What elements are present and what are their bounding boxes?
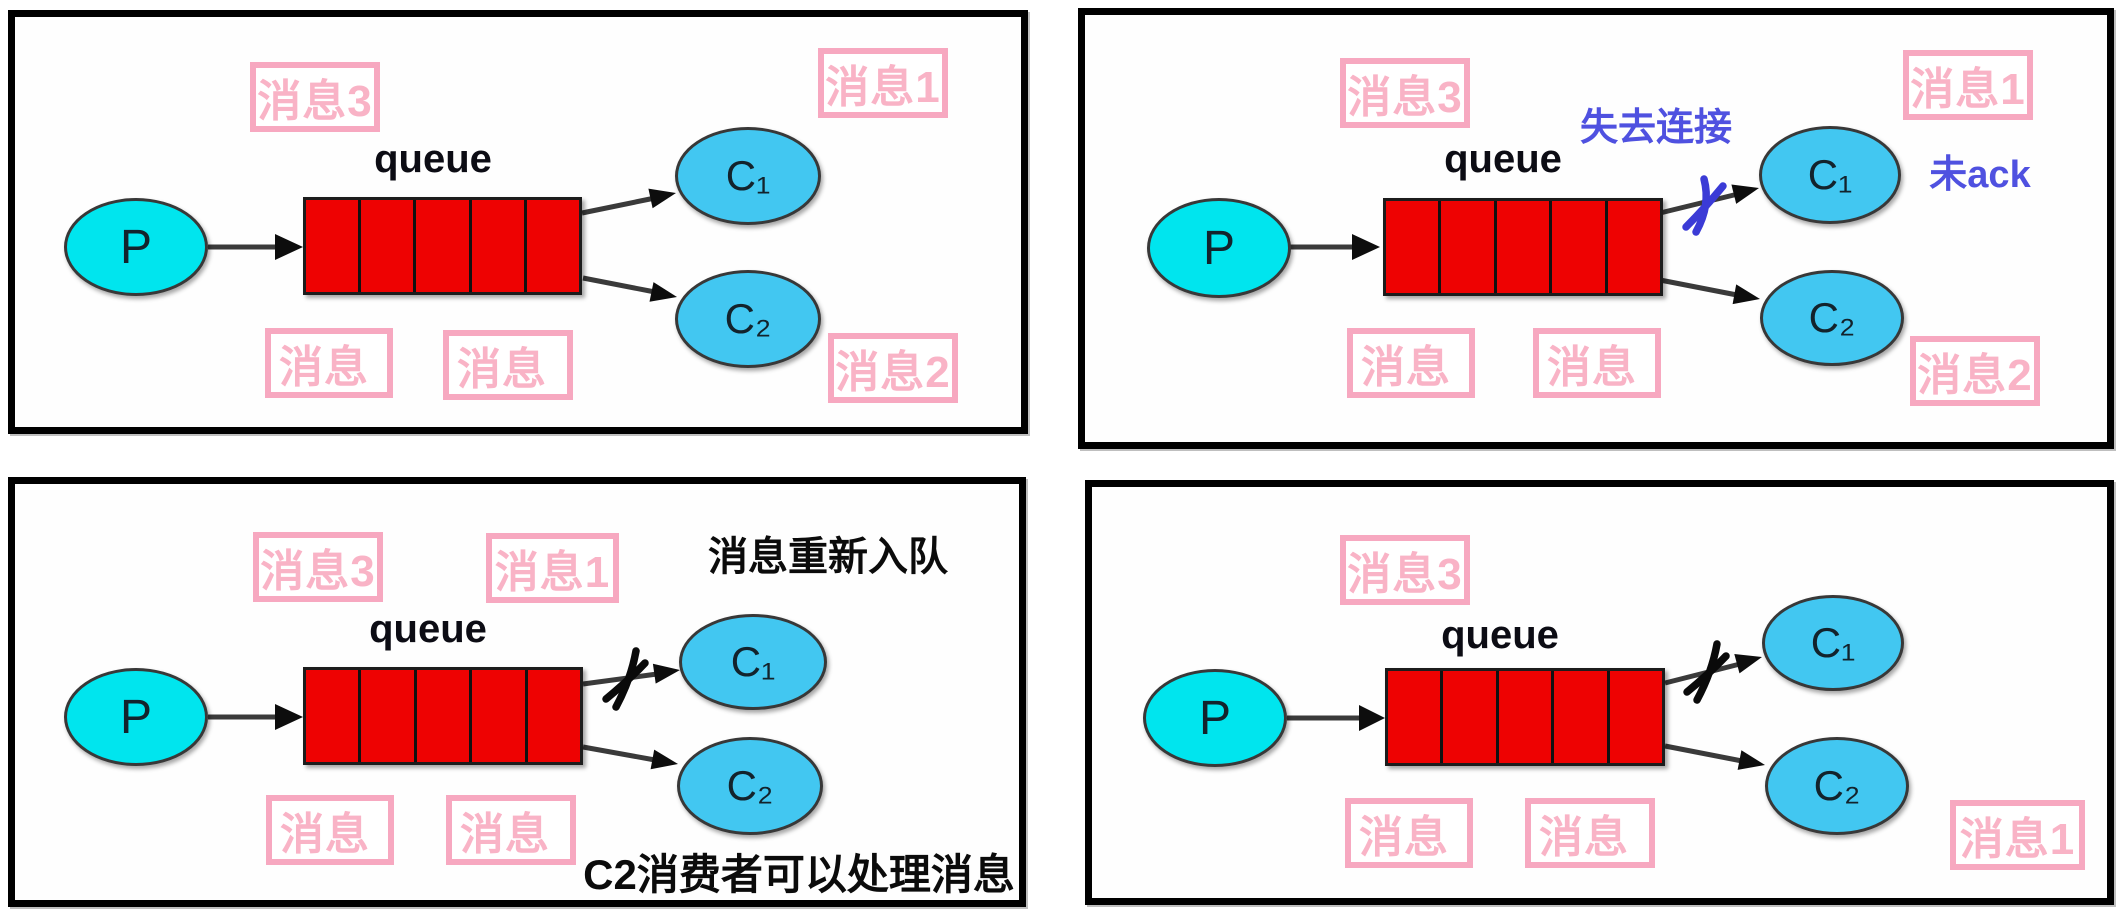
consumer-2-node: C₂: [1765, 737, 1909, 835]
queue-slot: [413, 200, 468, 292]
message-2-label: 消息2: [828, 333, 958, 403]
queue-slot: [524, 670, 580, 762]
panel-message-requeued: 消息3 消息1 消息重新入队 queue P C₁ C₂ 消息 消息 C2消费者…: [8, 477, 1026, 907]
producer-node: P: [1147, 198, 1291, 298]
queue-slot: [358, 200, 413, 292]
panel-c2-processes: 消息3 queue P C₁ C₂ 消息 消息 消息1: [1085, 480, 2114, 905]
message-1-label: 消息1: [1903, 50, 2033, 120]
queue-rect: [1383, 198, 1663, 296]
consumer-1-node: C₁: [1759, 126, 1901, 224]
message-1-label: 消息1: [486, 533, 619, 603]
queue-slot: [413, 670, 469, 762]
message-label: 消息: [1347, 328, 1475, 398]
consumer-1-node: C₁: [679, 614, 827, 710]
panel-work-queue-normal: 消息3 消息1 queue P C₁ C₂ 消息 消息 消息2: [8, 10, 1028, 434]
producer-node: P: [64, 198, 208, 296]
queue-slot: [1388, 671, 1440, 763]
requeue-annotation: 消息重新入队: [708, 535, 948, 579]
message-label: 消息: [1345, 798, 1473, 868]
message-label: 消息: [265, 328, 393, 398]
message-label: 消息: [443, 330, 573, 400]
queue-slot: [1438, 201, 1493, 293]
queue-slot: [1495, 671, 1551, 763]
queue-slot: [1440, 671, 1495, 763]
message-label: 消息: [1533, 328, 1661, 398]
message-3-label: 消息3: [1340, 58, 1470, 128]
queue-rect: [1385, 668, 1665, 766]
queue-title: queue: [1441, 613, 1559, 657]
queue-slot: [1551, 671, 1606, 763]
consumer-2-node: C₂: [677, 737, 823, 835]
producer-node: P: [1143, 669, 1287, 767]
queue-slot: [358, 670, 413, 762]
queue-slot: [306, 670, 358, 762]
message-3-label: 消息3: [250, 62, 380, 132]
lost-connection-annotation: 失去连接: [1579, 107, 1732, 149]
message-label: 消息: [266, 795, 394, 865]
rejected-x-icon: [1693, 640, 1721, 704]
consumer-1-node: C₁: [675, 127, 821, 225]
message-3-label: 消息3: [253, 532, 383, 602]
lost-connection-x-icon: [1692, 175, 1710, 236]
queue-slot: [523, 200, 579, 292]
message-1-label: 消息1: [818, 48, 948, 118]
queue-rect: [303, 667, 583, 765]
panel-lost-connection: 消息3 失去连接 消息1 未ack queue P C₁ C₂ 消息 消息 消息…: [1078, 8, 2114, 449]
queue-slot: [468, 200, 524, 292]
queue-slot: [1493, 201, 1549, 293]
queue-title: queue: [1444, 137, 1562, 181]
message-3-label: 消息3: [1340, 535, 1470, 605]
message-1-label: 消息1: [1950, 800, 2085, 870]
message-2-label: 消息2: [1910, 336, 2040, 406]
queue-slot: [306, 200, 358, 292]
queue-rect: [303, 197, 582, 295]
rejected-x-icon: [1683, 652, 1730, 696]
queue-slot: [469, 670, 524, 762]
producer-node: P: [64, 668, 208, 766]
message-label: 消息: [446, 795, 576, 865]
requeue-x-icon: [612, 647, 640, 711]
requeue-x-icon: [602, 659, 649, 703]
queue-slot: [1386, 201, 1438, 293]
consumer-2-node: C₂: [675, 270, 821, 368]
queue-slot: [1604, 201, 1660, 293]
consumer-2-node: C₂: [1760, 270, 1904, 366]
lost-connection-x-icon: [1682, 182, 1727, 231]
not-acked-annotation: 未ack: [1929, 154, 2031, 196]
consumer-1-node: C₁: [1762, 595, 1904, 691]
c2-handles-annotation: C2消费者可以处理消息: [583, 851, 1015, 898]
queue-slot: [1606, 671, 1662, 763]
queue-title: queue: [374, 137, 492, 181]
queue-title: queue: [369, 607, 487, 651]
message-label: 消息: [1525, 798, 1655, 868]
queue-slot: [1549, 201, 1604, 293]
